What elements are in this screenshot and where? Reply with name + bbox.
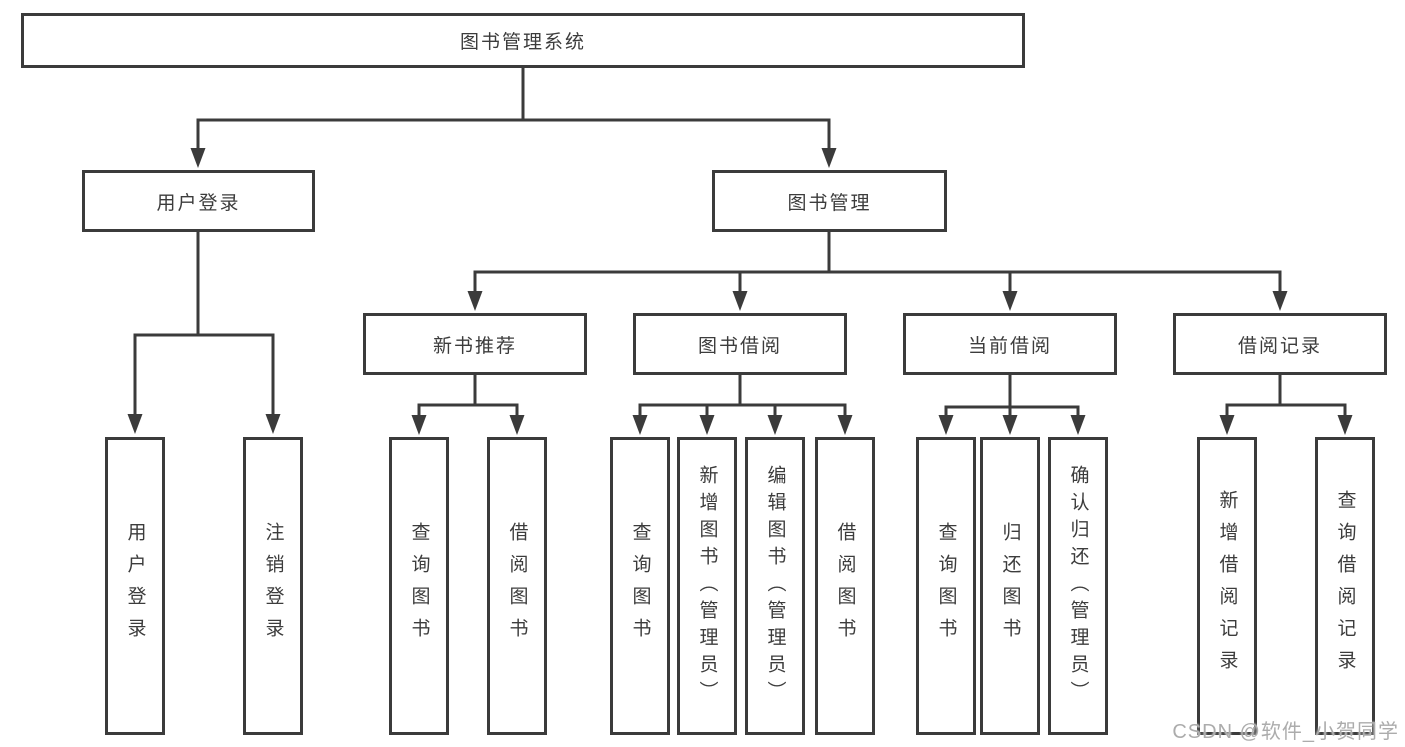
leaf-borrow-books-recommend-label: 借阅图书 [506, 522, 528, 650]
node-current-borrow-label: 当前借阅 [967, 335, 1052, 357]
watermark: CSDN @软件_小贺同学 [1172, 721, 1399, 743]
leaf-borrow-books-borrow-label: 借阅图书 [834, 522, 856, 650]
leaf-user-login: 用户登录 [105, 437, 165, 735]
node-borrow-records: 借阅记录 [1173, 313, 1387, 375]
node-book-management-label: 图书管理 [787, 192, 872, 214]
node-root: 图书管理系统 [21, 13, 1025, 68]
leaf-query-books-current-label: 查询图书 [935, 522, 957, 650]
leaf-query-books-borrow: 查询图书 [610, 437, 670, 735]
node-new-book-recommend-label: 新书推荐 [432, 335, 517, 357]
leaf-query-books-borrow-label: 查询图书 [629, 522, 651, 650]
leaf-query-books-current: 查询图书 [916, 437, 976, 735]
leaf-query-books-recommend-label: 查询图书 [408, 522, 430, 650]
leaf-query-books-recommend: 查询图书 [389, 437, 449, 735]
leaf-logout: 注销登录 [243, 437, 303, 735]
leaf-add-borrow-record: 新增借阅记录 [1197, 437, 1257, 735]
node-book-borrow-label: 图书借阅 [697, 335, 782, 357]
leaf-add-book-admin-label: 新增图书（管理员） [696, 464, 718, 708]
leaf-query-borrow-record-label: 查询借阅记录 [1334, 490, 1356, 682]
leaf-return-books: 归还图书 [980, 437, 1040, 735]
node-book-management: 图书管理 [712, 170, 947, 232]
leaf-edit-book-admin-label: 编辑图书（管理员） [764, 464, 786, 708]
node-user-login: 用户登录 [82, 170, 315, 232]
leaf-confirm-return-admin-label: 确认归还（管理员） [1067, 464, 1089, 708]
node-book-borrow: 图书借阅 [633, 313, 847, 375]
leaf-logout-label: 注销登录 [262, 522, 284, 650]
leaf-confirm-return-admin: 确认归还（管理员） [1048, 437, 1108, 735]
node-borrow-records-label: 借阅记录 [1237, 335, 1322, 357]
leaf-add-book-admin: 新增图书（管理员） [677, 437, 737, 735]
node-new-book-recommend: 新书推荐 [363, 313, 587, 375]
node-current-borrow: 当前借阅 [903, 313, 1117, 375]
leaf-edit-book-admin: 编辑图书（管理员） [745, 437, 805, 735]
node-root-label: 图书管理系统 [459, 32, 586, 53]
leaf-borrow-books-borrow: 借阅图书 [815, 437, 875, 735]
leaf-add-borrow-record-label: 新增借阅记录 [1216, 490, 1238, 682]
leaf-user-login-label: 用户登录 [124, 522, 146, 650]
leaf-query-borrow-record: 查询借阅记录 [1315, 437, 1375, 735]
leaf-return-books-label: 归还图书 [999, 522, 1021, 650]
leaf-borrow-books-recommend: 借阅图书 [487, 437, 547, 735]
node-user-login-label: 用户登录 [156, 192, 241, 214]
